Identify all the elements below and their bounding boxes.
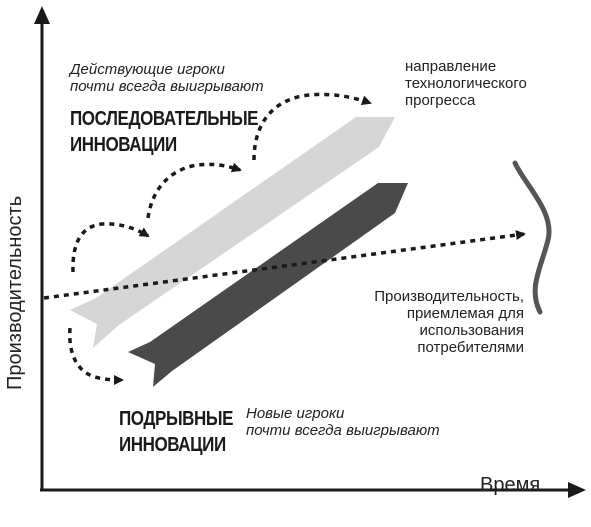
y-axis-label: Производительность (4, 195, 26, 390)
incumbents-note-line-2: почти всегда выигрывают (70, 78, 264, 95)
customer-performance-line-3: использования (419, 322, 524, 339)
disruptive-title-line-2: ИННОВАЦИИ (119, 434, 226, 456)
x-axis-label: Время (480, 474, 541, 496)
x-axis-arrowhead (568, 482, 586, 498)
y-axis-arrowhead (34, 6, 50, 24)
demand-curve (512, 160, 552, 315)
sustaining-title-line-1: ПОСЛЕДОВАТЕЛЬНЫЕ (70, 108, 259, 130)
customer-performance-line-4: потребителями (417, 339, 524, 356)
customer-performance-line-1: Производительность, (374, 288, 524, 305)
tech-progress-line-3: прогресса (405, 92, 476, 109)
disruptive-title-line-1: ПОДРЫВНЫЕ (119, 408, 234, 430)
sustaining-title-line-2: ИННОВАЦИИ (70, 134, 177, 156)
customer-performance-trend (43, 230, 526, 300)
sustaining-hop-1 (71, 222, 150, 273)
entrants-note-line-2: почти всегда выигрывают (246, 422, 440, 439)
disruptive-hop (68, 327, 124, 385)
tech-progress-line-1: направление (405, 58, 497, 75)
sustaining-innovation-arrow (70, 117, 395, 348)
customer-performance-line-2: приемлемая для (406, 305, 524, 322)
incumbents-note-line-1: Действующие игроки (70, 61, 225, 78)
tech-progress-line-2: технологического (405, 75, 527, 92)
sustaining-hop-2 (146, 162, 242, 219)
disruptive-innovation-arrow (128, 183, 408, 387)
entrants-note-line-1: Новые игроки (246, 405, 345, 422)
